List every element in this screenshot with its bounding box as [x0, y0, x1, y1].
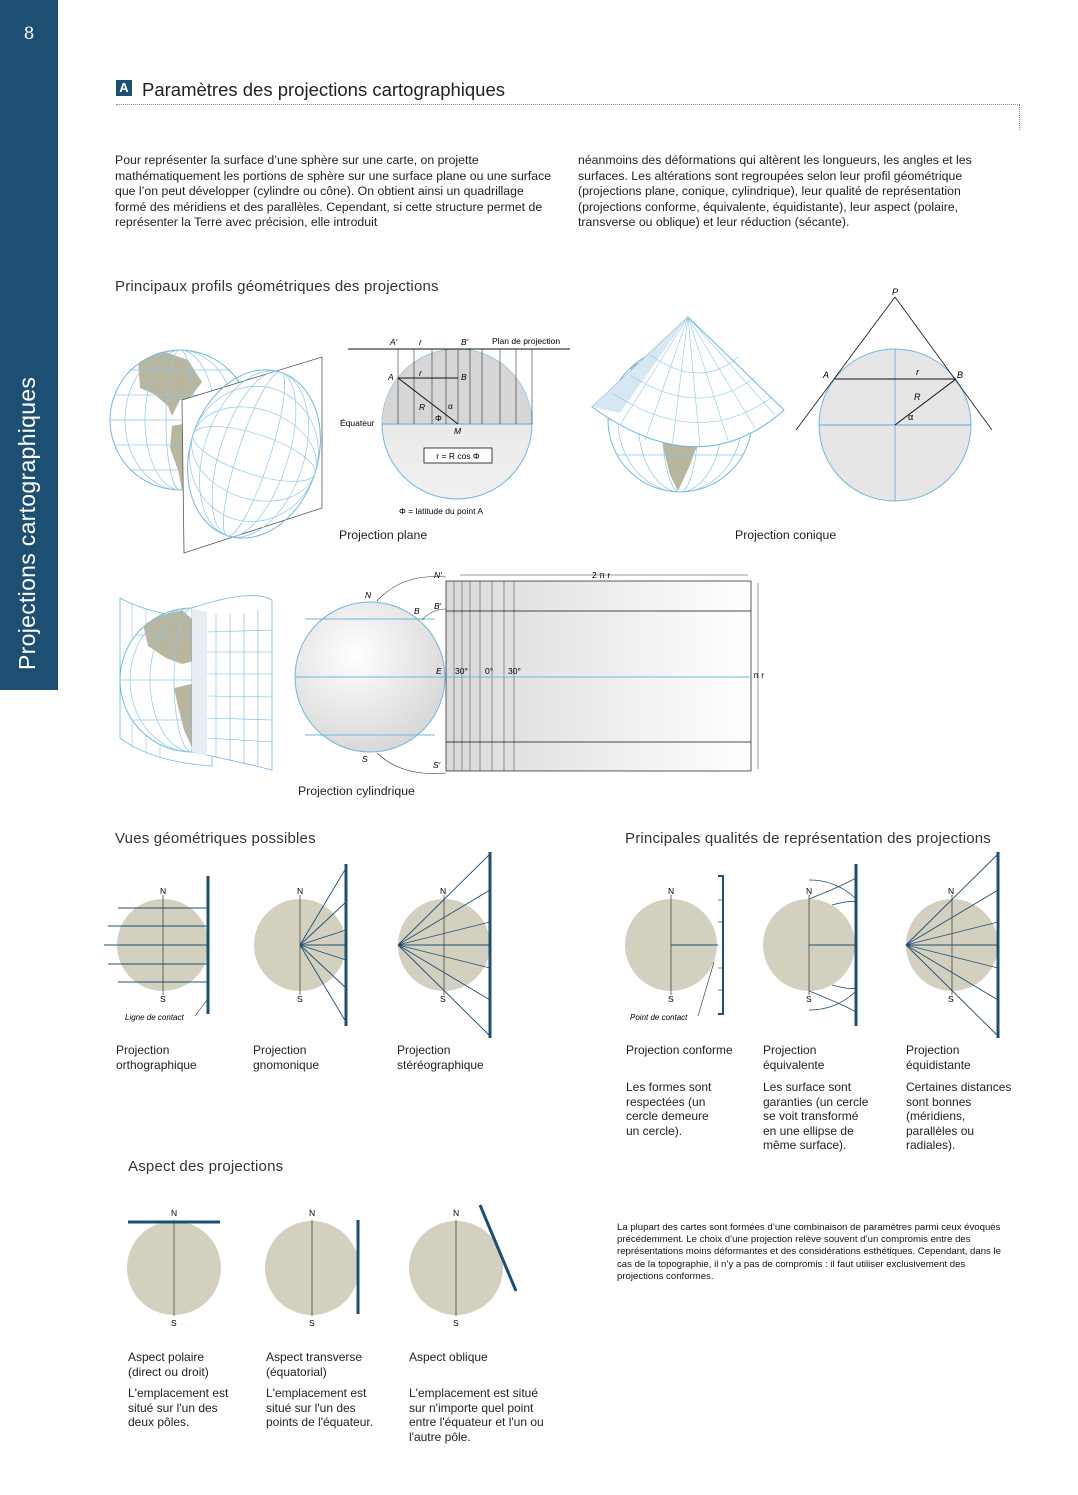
plane-label-r-top: r — [419, 337, 423, 347]
stereo-s: S — [440, 994, 446, 1004]
qualities-diagrams: N S Point de contact N S N S — [625, 852, 1000, 1038]
intro-right: néanmoins des déformations qui altèrent … — [578, 153, 972, 229]
conic-globe-figure — [591, 316, 785, 493]
intro-left: Pour représenter la surface d’une sphère… — [115, 153, 552, 229]
oblique-title: Aspect oblique — [409, 1350, 488, 1364]
ortho-n: N — [160, 886, 166, 896]
plane-label-a-prime: A′ — [389, 337, 398, 347]
cyl-label-b-prime: B′ — [434, 601, 442, 611]
plane-label-b-prime: B′ — [461, 337, 469, 347]
cyl-label-two-pi-r: 2 π r — [592, 570, 610, 580]
oblique-s: S — [453, 1318, 459, 1328]
page-number: 8 — [23, 24, 35, 44]
cyl-label-s: S — [362, 754, 368, 764]
qualities-heading: Principales qualités de représentation d… — [625, 830, 992, 847]
plane-label-b: B — [461, 372, 467, 382]
cyl-label-s-prime: S′ — [433, 760, 441, 770]
plane-diagram: A′ r B′ Plan de projection A r B R α Φ É… — [340, 336, 570, 516]
transverse-title: Aspect transverse (équatorial) — [266, 1350, 363, 1379]
plane-label-alpha: α — [448, 401, 453, 411]
plane-label-m: M — [454, 426, 462, 436]
conic-label-alpha: α — [908, 412, 913, 422]
cyl-label-30-right: 30° — [508, 666, 521, 676]
polaire-s: S — [171, 1318, 177, 1328]
plane-label-big-r: R — [419, 402, 425, 412]
profiles-heading: Principaux profils géométriques des proj… — [115, 278, 439, 295]
equivalente-s: S — [806, 994, 812, 1004]
equidistante-text: Certaines distances sont bonnes (méridie… — [906, 1080, 1012, 1152]
title-rule — [116, 104, 1020, 105]
gnomo-n: N — [297, 886, 303, 896]
aspects-heading: Aspect des projections — [128, 1158, 284, 1175]
views-heading: Vues géométriques possibles — [115, 830, 316, 847]
equidistante-title: Projection équidistante — [906, 1043, 971, 1072]
title-rule-end — [1019, 104, 1020, 130]
plane-formula: r = R cos Φ — [436, 451, 480, 461]
equivalente-n: N — [806, 886, 812, 896]
cyl-label-n-prime: N′ — [434, 570, 442, 580]
aspects-diagrams: N S N S N S — [127, 1204, 518, 1328]
cyl-label-pi-r: π r — [753, 670, 764, 680]
plane-label-equator: Équateur — [340, 418, 375, 428]
plane-globe-figure — [109, 349, 323, 554]
oblique-n: N — [453, 1208, 459, 1218]
cyl-label-0: 0° — [485, 666, 493, 676]
ortho-label: Projection orthographique — [116, 1043, 197, 1072]
plane-label-r-mid: r — [419, 368, 423, 378]
cyl-label-b: B — [414, 606, 420, 616]
equivalente-title: Projection équivalente — [763, 1043, 825, 1072]
contact-line-label: Ligne de contact — [125, 1013, 184, 1022]
cyl-label-e: E — [436, 666, 442, 676]
side-title: Projections cartographiques — [14, 376, 40, 670]
closing-note: La plupart des cartes sont formées d’une… — [617, 1222, 1001, 1282]
equivalente-text: Les surface sont garanties (un cercle se… — [763, 1080, 869, 1152]
ortho-s: S — [160, 994, 166, 1004]
transverse-text: L'emplacement est situé sur l'un des poi… — [266, 1386, 374, 1429]
side-band — [0, 0, 58, 690]
conic-caption: Projection conique — [735, 528, 837, 542]
cyl-globe-figure — [119, 595, 273, 771]
contact-point-label: Point de contact — [630, 1013, 688, 1022]
plane-phi-note: Φ = latitude du point A — [399, 506, 483, 516]
cyl-label-n: N — [365, 590, 372, 600]
plane-label-phi: Φ — [435, 413, 442, 423]
gnomo-label: Projection gnomonique — [253, 1043, 320, 1072]
conforme-title: Projection conforme — [626, 1043, 733, 1057]
plane-caption: Projection plane — [339, 528, 428, 542]
conforme-s: S — [668, 994, 674, 1004]
transverse-s: S — [309, 1318, 315, 1328]
equidistante-n: N — [948, 886, 954, 896]
stereo-n: N — [440, 886, 446, 896]
conforme-text: Les formes sont respectées (un cercle de… — [626, 1080, 712, 1138]
stereo-label: Projection stéréographique — [397, 1043, 484, 1072]
section-title: Paramètres des projections cartographiqu… — [142, 79, 505, 100]
conic-diagram: P A r B R α — [795, 287, 993, 502]
equidistante-s: S — [948, 994, 954, 1004]
plane-label-plan: Plan de projection — [492, 336, 560, 346]
conforme-n: N — [668, 886, 674, 896]
gnomo-s: S — [297, 994, 303, 1004]
polaire-n: N — [171, 1208, 177, 1218]
polaire-text: L'emplacement est situé sur l'un des deu… — [128, 1386, 229, 1429]
cyl-label-30-left: 30° — [455, 666, 468, 676]
views-diagrams: N S Ligne de contact N S N S — [104, 852, 492, 1038]
polaire-title: Aspect polaire (direct ou droit) — [128, 1350, 209, 1379]
conic-label-r: r — [916, 367, 920, 377]
oblique-text: L'emplacement est situé sur n'importe qu… — [409, 1386, 544, 1444]
section-badge: A — [116, 80, 132, 96]
cyl-caption: Projection cylindrique — [298, 784, 415, 798]
conic-label-big-r: R — [914, 392, 921, 402]
conic-label-a: A — [822, 370, 829, 380]
transverse-n: N — [309, 1208, 315, 1218]
plane-label-a: A — [387, 372, 394, 382]
conic-label-p: P — [892, 287, 898, 297]
cyl-diagram: N′ 2 π r N B B′ E 30° 0° 30° π r S S′ — [294, 570, 764, 774]
conic-label-b: B — [957, 370, 963, 380]
